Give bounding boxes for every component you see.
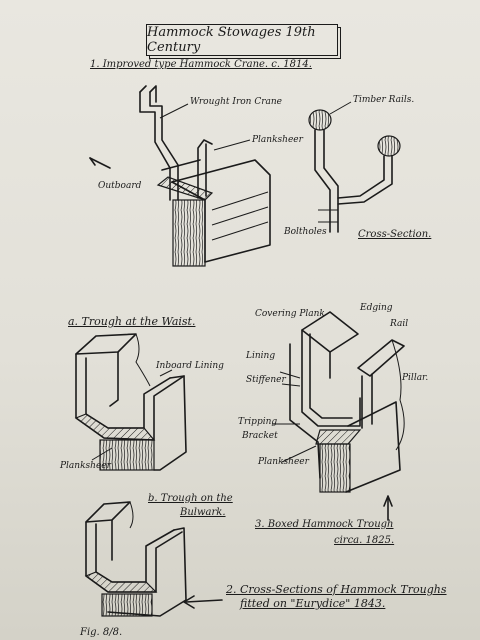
section-arrow xyxy=(185,599,223,603)
label-planksheer-3: Planksheer xyxy=(258,457,309,467)
section-arrow-head xyxy=(183,595,195,609)
label-trough-bulwark-2: Bulwark. xyxy=(180,507,226,518)
trough-waist-drawing xyxy=(74,333,187,471)
cross-section-drawing xyxy=(308,101,401,233)
label-outboard: Outboard xyxy=(98,181,142,191)
boxed-trough-drawing xyxy=(272,311,405,521)
label-covering-plank: Covering Plank xyxy=(255,309,325,319)
label-timber-rails: Timber Rails. xyxy=(353,95,415,105)
label-cross-section: Cross-Section. xyxy=(358,229,432,240)
label-boxed-trough-2: circa. 1825. xyxy=(334,535,395,546)
label-planksheer-top: Planksheer xyxy=(252,135,303,145)
section1-heading: 1. Improved type Hammock Crane. c. 1814. xyxy=(90,59,312,70)
label-tripping-2: Bracket xyxy=(242,431,278,441)
figure-number: Fig. 8/8. xyxy=(80,627,123,638)
label-inboard-lining: Inboard Lining xyxy=(156,361,224,371)
label-tripping-1: Tripping xyxy=(238,417,278,427)
hammock-crane-drawing xyxy=(89,85,271,267)
label-boltholes: Boltholes xyxy=(284,227,327,237)
label-boxed-trough-1: 3. Boxed Hammock Trough xyxy=(255,519,394,530)
trough-bulwark-drawing xyxy=(84,501,187,617)
page-title: Hammock Stowages 19th Century xyxy=(147,25,316,55)
label-trough-waist: a. Trough at the Waist. xyxy=(68,315,196,328)
label-wrought-iron-crane: Wrought Iron Crane xyxy=(190,97,283,107)
label-cross-sections-2: fitted on "Eurydice" 1843. xyxy=(240,597,386,610)
label-lining: Lining xyxy=(246,351,276,361)
title-box: Hammock Stowages 19th Century xyxy=(146,24,338,56)
label-planksheer-a: Planksheer xyxy=(60,461,111,471)
label-pillar: Pillar. xyxy=(402,373,429,383)
label-cross-sections-1: 2. Cross-Sections of Hammock Troughs xyxy=(226,583,447,596)
label-edging: Edging xyxy=(360,303,393,313)
label-trough-bulwark-1: b. Trough on the xyxy=(148,493,233,504)
label-rail: Rail xyxy=(390,319,409,329)
label-stiffener: Stiffener xyxy=(246,375,286,385)
